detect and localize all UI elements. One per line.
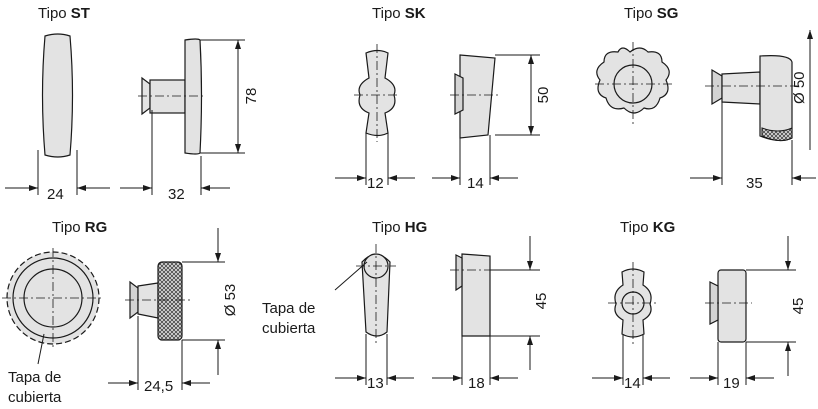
hg-width-dim: 13 — [367, 375, 384, 392]
type-rg: Tipo RG Ø 53 24,5 Tapa de cubierta — [2, 219, 239, 406]
hg-front-view — [356, 244, 396, 345]
sk-height-dim: 50 — [535, 87, 552, 104]
hg-length-dim: 18 — [468, 375, 485, 392]
kg-width-dim: 14 — [624, 375, 641, 392]
rg-side-view — [125, 261, 190, 341]
st-side-view — [138, 38, 205, 155]
sg-side-view — [705, 55, 800, 142]
hg-height-dim: 45 — [533, 293, 550, 310]
type-kg: Tipo KG 14 19 45 — [592, 219, 807, 392]
sg-length-dim: 35 — [746, 175, 763, 192]
type-sk-title: Tipo SK — [372, 5, 426, 22]
rg-cover-label-line1: Tapa de — [8, 369, 61, 386]
type-hg-title: Tipo HG — [372, 219, 427, 236]
type-st-title: Tipo ST — [38, 5, 90, 22]
sk-side-view — [450, 54, 500, 139]
type-sk: Tipo SK 12 14 50 — [335, 5, 552, 192]
type-st: Tipo ST 24 32 78 — [5, 5, 260, 203]
hg-cover-label-line2: cubierta — [262, 320, 316, 337]
kg-side-view — [705, 269, 752, 343]
rg-length-dim: 24,5 — [144, 378, 173, 395]
sk-length-dim: 14 — [467, 175, 484, 192]
hg-cover-label-line1: Tapa de — [262, 300, 315, 317]
kg-height-dim: 45 — [790, 298, 807, 315]
kg-length-dim: 19 — [723, 375, 740, 392]
rg-diameter-dim: Ø 53 — [222, 284, 239, 317]
st-height-dim: 78 — [243, 88, 260, 105]
type-sg-title: Tipo SG — [624, 5, 678, 22]
st-length-dim: 32 — [168, 186, 185, 203]
type-kg-title: Tipo KG — [620, 219, 675, 236]
sk-width-dim: 12 — [367, 175, 384, 192]
hg-side-view — [450, 253, 496, 337]
st-front-view — [41, 33, 74, 158]
type-rg-title: Tipo RG — [52, 219, 107, 236]
sg-knurl-area — [761, 127, 793, 142]
sg-diameter-dim: Ø 50 — [791, 71, 808, 104]
rg-cover-label-line2: cubierta — [8, 389, 62, 406]
type-sg: Tipo SG 35 Ø 50 — [595, 5, 816, 192]
rg-front-view — [2, 248, 104, 348]
st-width-dim: 24 — [47, 186, 64, 203]
type-hg: Tipo HG Tapa de cubierta 13 18 45 — [262, 219, 550, 392]
